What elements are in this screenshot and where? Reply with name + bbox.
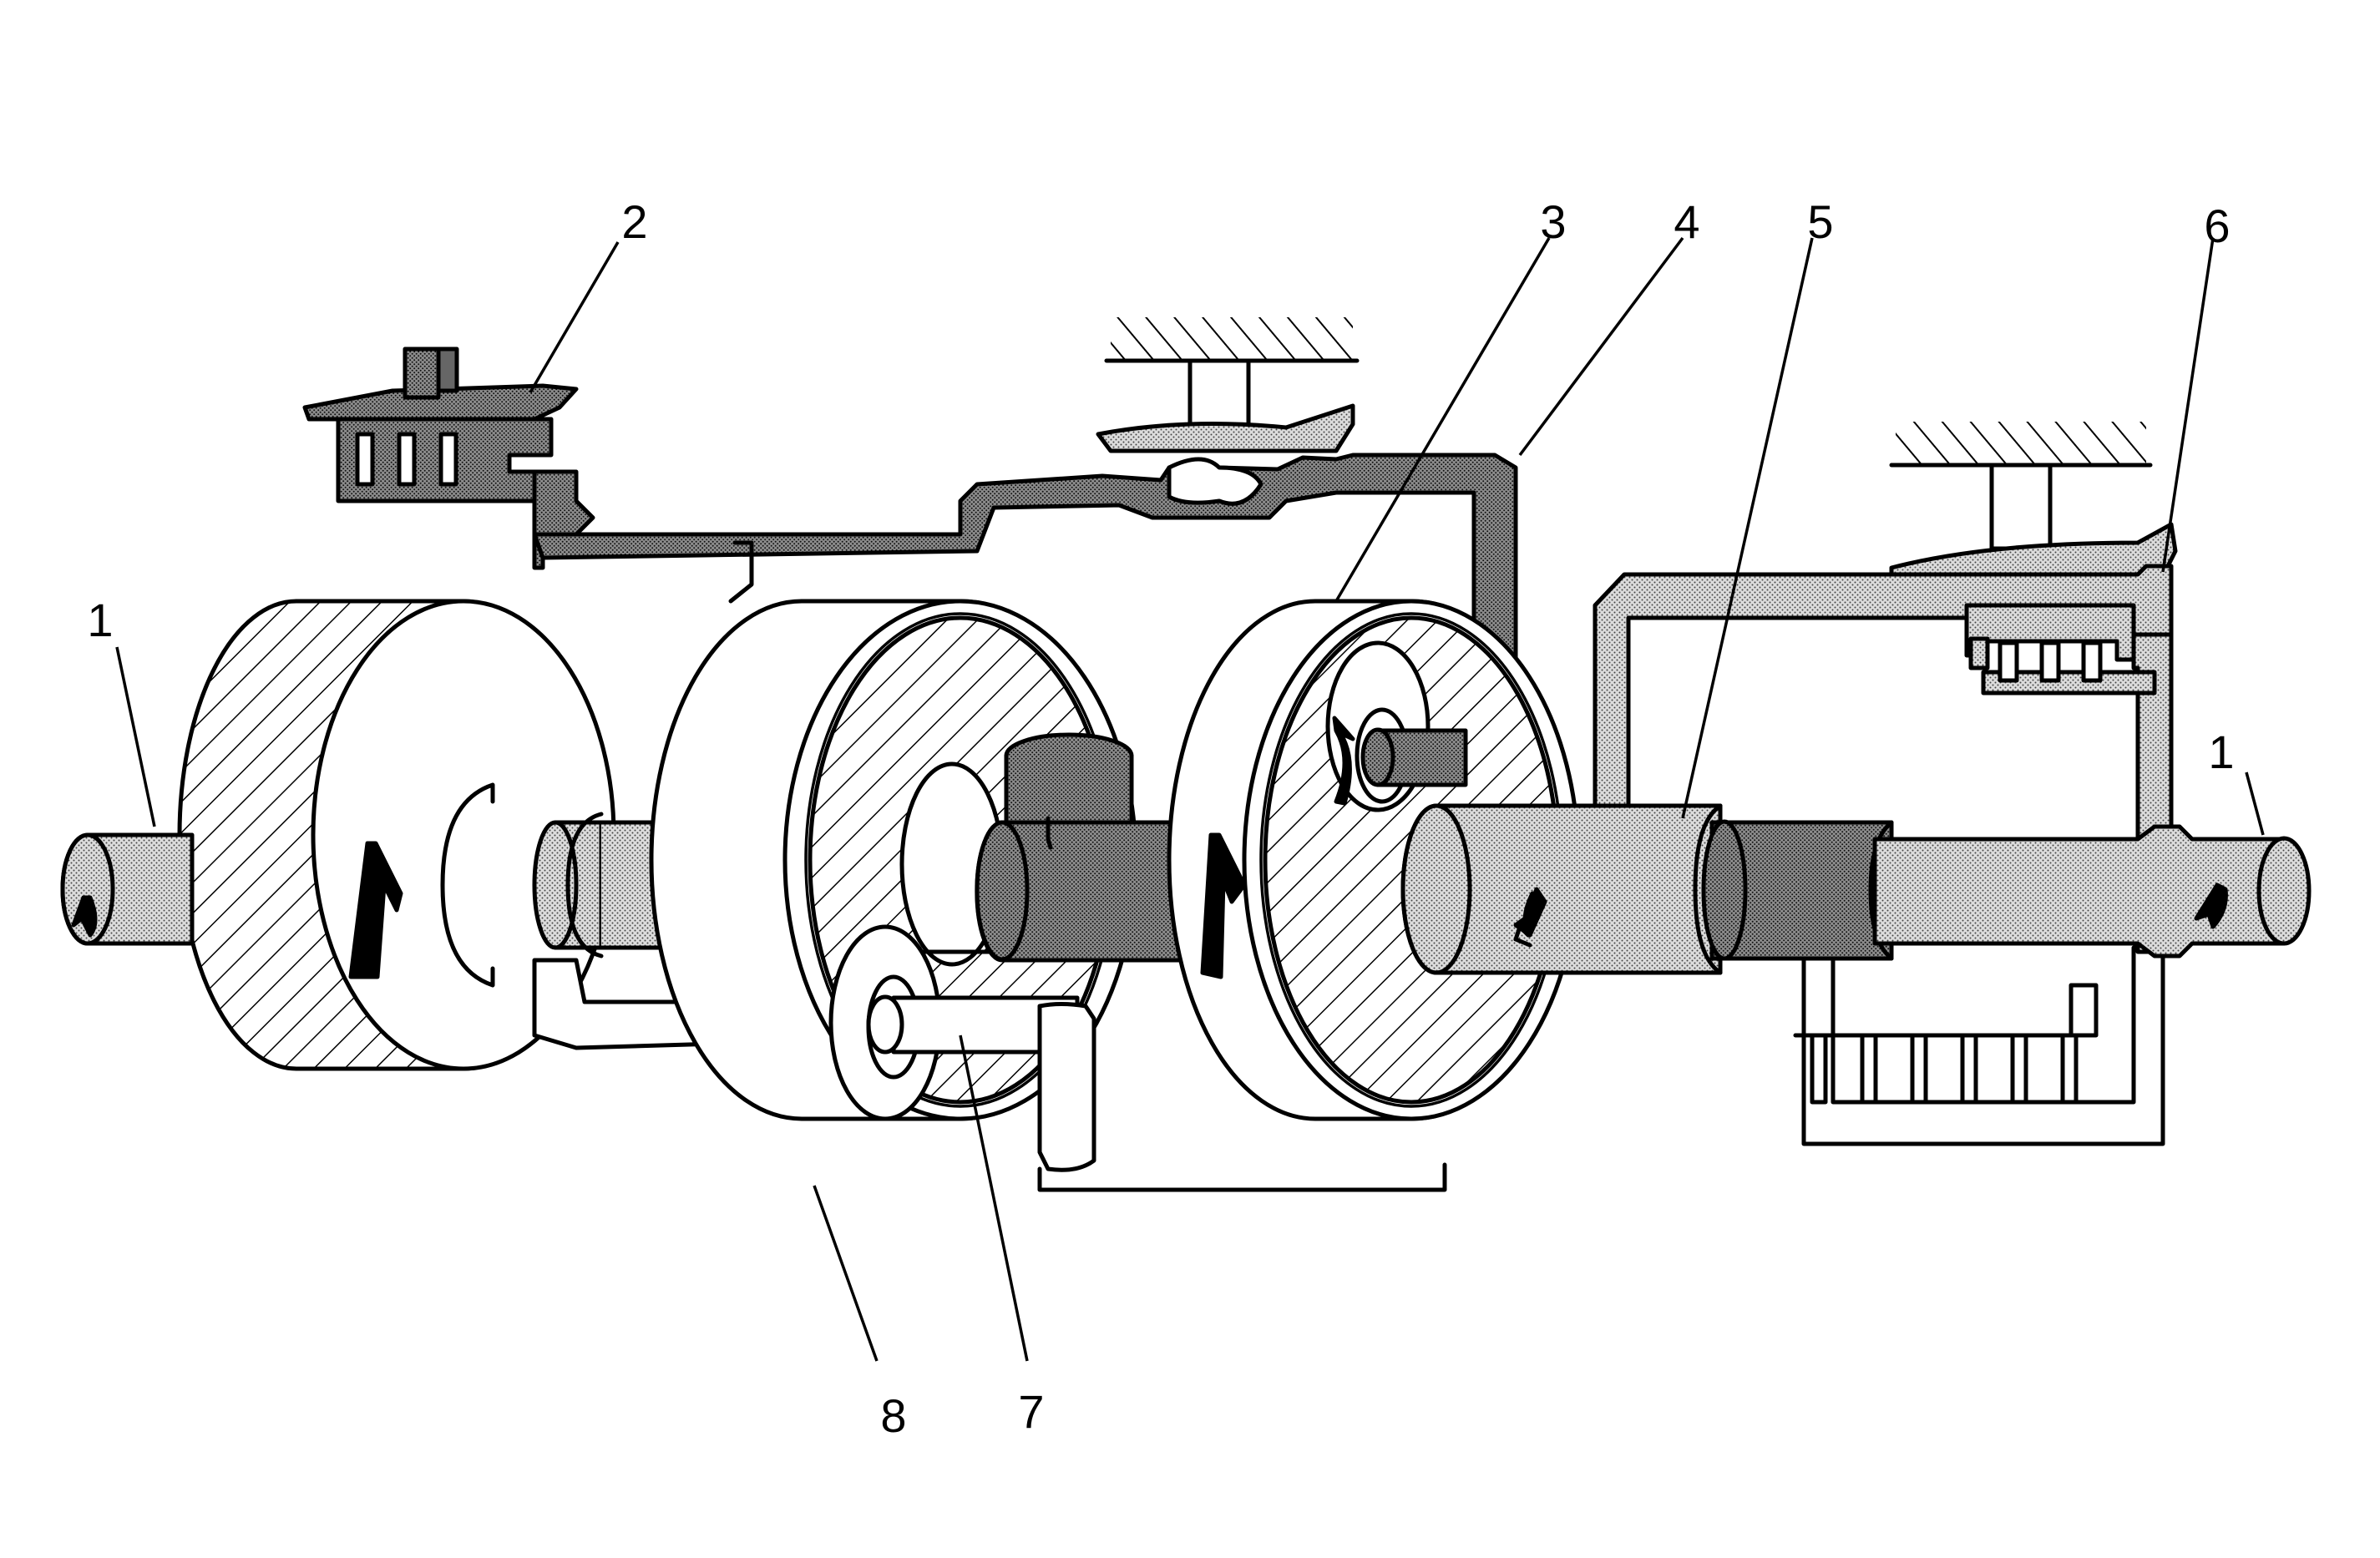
member-6-frame: [1593, 564, 2174, 1146]
callout-5: 5: [1807, 195, 1833, 248]
ground-housing-right: [1889, 422, 2178, 579]
left-drum: [177, 599, 616, 1071]
callout-4: 4: [1674, 195, 1699, 248]
callout-labels: 1 2 3 4 5 6 1 7 8: [87, 195, 2234, 1442]
callout-6: 6: [2204, 200, 2230, 252]
leader-2: [529, 241, 620, 393]
output-shaft-5: [1400, 803, 1894, 975]
left-shaft: [60, 812, 721, 1050]
leader-6: [2161, 237, 2215, 573]
callout-1-left: 1: [87, 594, 113, 646]
leader-4: [1518, 236, 1684, 457]
clutch-2: [302, 347, 579, 503]
callout-2: 2: [621, 195, 647, 248]
leader-3: [1334, 237, 1551, 602]
ground-housing-center: [1096, 317, 1360, 453]
sun-gear: [975, 732, 1238, 963]
rotation-arrow-drum8: [1200, 832, 1247, 979]
leader-1-left: [115, 646, 156, 827]
right-shaft: [1872, 824, 2312, 959]
callout-3: 3: [1540, 195, 1566, 248]
planet-carrier-7: [828, 924, 1447, 1192]
callout-7: 7: [1018, 1385, 1044, 1438]
leader-1-right: [2245, 771, 2265, 836]
callout-1-right: 1: [2208, 726, 2234, 778]
leader-5: [1681, 237, 1814, 819]
leader-8: [813, 1185, 879, 1362]
leader-7: [959, 1034, 1029, 1362]
leader-lines: [115, 236, 2265, 1362]
callout-8: 8: [880, 1389, 906, 1442]
